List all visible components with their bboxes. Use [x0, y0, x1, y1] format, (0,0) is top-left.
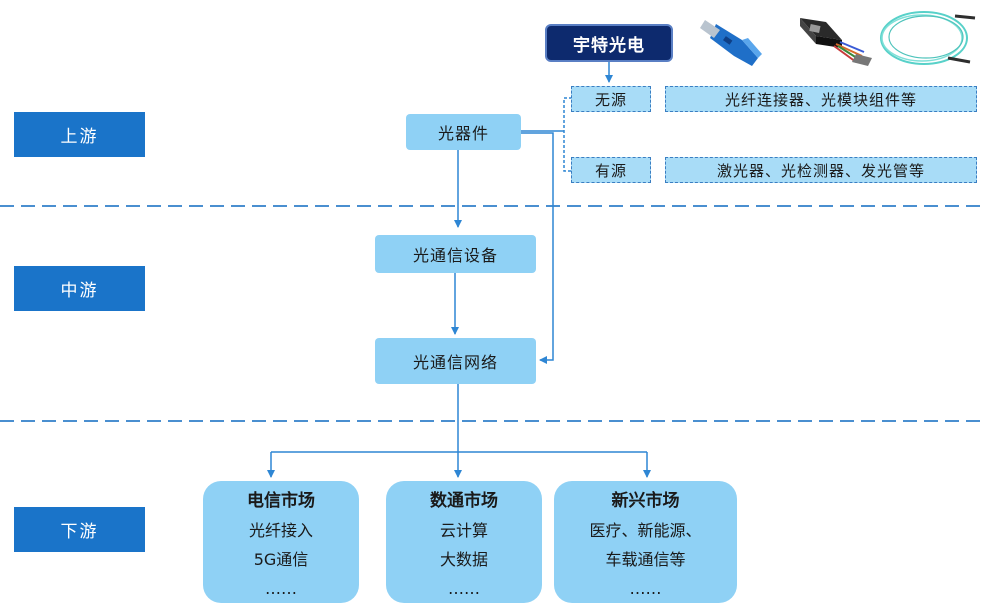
active-products: 激光器、光检测器、发光管等: [665, 157, 977, 183]
market-title: 数通市场: [430, 491, 498, 511]
passive-active-bracket: [563, 97, 572, 172]
market-line: ……: [448, 579, 480, 598]
passive-products: 光纤连接器、光模块组件等: [665, 86, 977, 112]
stage-label-midstream: 中游: [14, 266, 145, 311]
market-line: ……: [265, 579, 297, 598]
market-line: 5G通信: [253, 550, 309, 569]
fiber-connector-icon: [700, 20, 762, 66]
market-line: 云计算: [439, 521, 488, 540]
active-label: 有源: [571, 157, 651, 183]
market-title: 新兴市场: [611, 491, 680, 511]
optical-module-icon: [800, 18, 872, 66]
stage-label-downstream: 下游: [14, 507, 145, 552]
company-box: 宇特光电: [545, 24, 673, 62]
market-line: 医疗、新能源、: [589, 521, 702, 540]
device-to-network-arrow: [521, 132, 554, 364]
optical-device-node: 光器件: [406, 114, 521, 150]
comm-equipment-node: 光通信设备: [375, 235, 536, 273]
market-datacom: 数通市场 云计算 大数据 ……: [386, 481, 542, 603]
comm-network-node: 光通信网络: [375, 338, 536, 384]
market-telecom: 电信市场 光纤接入 5G通信 ……: [203, 481, 359, 603]
market-title: 电信市场: [247, 491, 315, 511]
fiber-cable-coil-icon: [880, 11, 976, 65]
market-line: 车载通信等: [605, 550, 686, 569]
market-line: 大数据: [439, 550, 488, 569]
stage-label-upstream: 上游: [14, 112, 145, 157]
market-line: ……: [629, 579, 662, 598]
market-emerging: 新兴市场 医疗、新能源、 车载通信等 ……: [554, 481, 737, 603]
market-line: 光纤接入: [248, 521, 313, 540]
passive-label: 无源: [571, 86, 651, 112]
